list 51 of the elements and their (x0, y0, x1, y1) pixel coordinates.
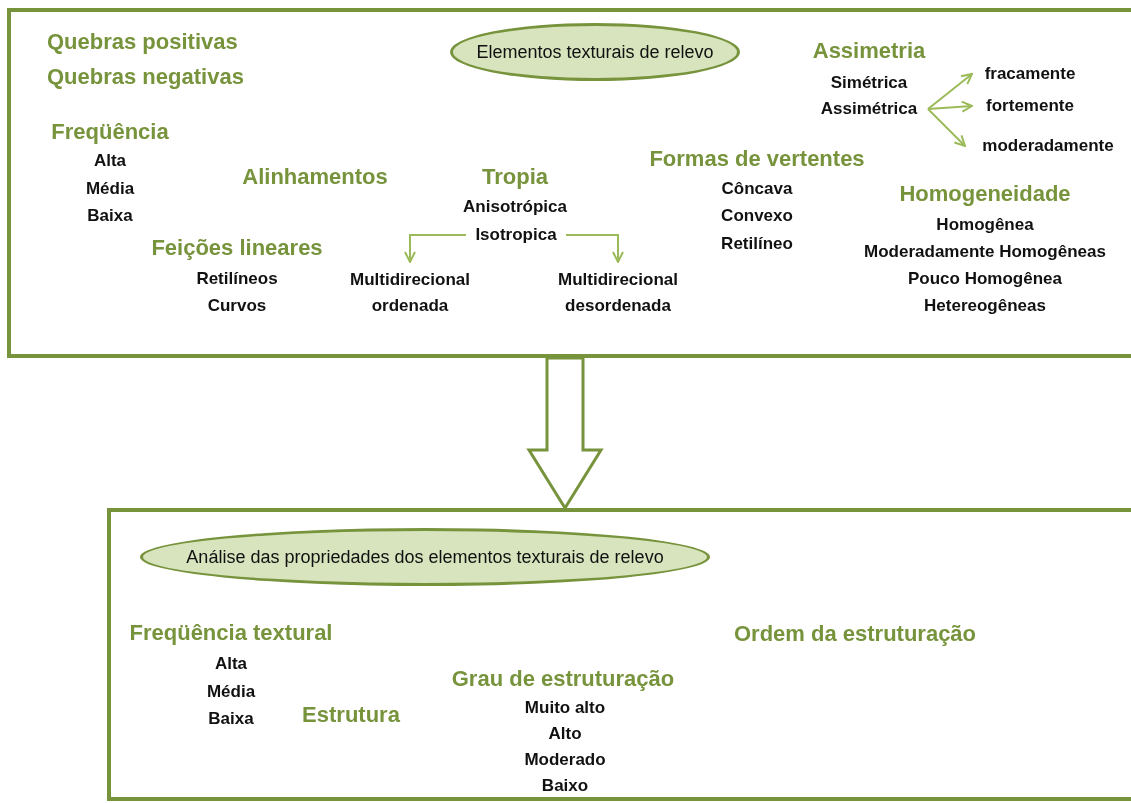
category-item: Retilíneos (196, 269, 278, 289)
item-text: fracamente (975, 63, 1085, 85)
category-heading: Estrutura (302, 702, 400, 728)
category-item: Média (206, 682, 256, 702)
category-heading: Freqüência (51, 119, 169, 145)
category-heading: Feições lineares (151, 235, 323, 261)
arrow (927, 73, 973, 110)
title-ellipse: Análise das propriedades dos elementos texturais de relevo (140, 528, 710, 586)
category-item: Simétrica (830, 73, 908, 93)
arrow (565, 234, 624, 263)
category-item: Baixa (87, 206, 133, 226)
item-text: moderadamente (968, 135, 1128, 157)
category-item: Baixo (541, 776, 589, 796)
panel-frame (7, 8, 1131, 358)
category-item: Curvos (207, 296, 267, 316)
arrow (404, 234, 467, 263)
category-item: Moderado (524, 750, 606, 770)
item-text: Assimétrica (812, 98, 926, 120)
category-item: Alta (93, 151, 127, 171)
category-item: Convexo (721, 206, 793, 226)
item-text: Multidirecional desordenada (538, 268, 698, 318)
category-heading: Formas de vertentes (649, 146, 865, 172)
category-heading: Quebras positivas (47, 29, 238, 55)
category-heading: Tropia (482, 164, 548, 190)
category-item: Côncava (721, 179, 793, 199)
category-item: Muito alto (524, 698, 606, 718)
category-item: Hetereogêneas (924, 296, 1046, 316)
category-heading: Grau de estruturação (451, 666, 675, 692)
item-text: Isotropica (468, 224, 564, 246)
title-ellipse: Elementos texturais de relevo (450, 23, 740, 81)
panel-frame (107, 508, 1131, 801)
arrow (927, 100, 973, 113)
item-text: Multidirecional ordenada (330, 268, 490, 318)
item-text: fortemente (975, 95, 1085, 117)
category-heading: Alinhamentos (242, 164, 388, 190)
category-item: Alta (214, 654, 248, 674)
category-item: Retilíneo (721, 234, 793, 254)
category-heading: Freqüência textural (129, 620, 333, 646)
category-heading: Assimetria (812, 38, 926, 64)
block-arrow (526, 356, 604, 511)
category-item: Homogênea (936, 215, 1034, 235)
category-item: Anisotrópica (463, 197, 567, 217)
category-heading: Ordem da estruturação (733, 621, 977, 647)
category-item: Pouco Homogênea (908, 269, 1062, 289)
arrow (927, 108, 966, 147)
category-item: Baixa (208, 709, 254, 729)
category-heading: Homogeneidade (899, 181, 1071, 207)
category-heading: Quebras negativas (47, 64, 244, 90)
category-item: Moderadamente Homogêneas (864, 242, 1106, 262)
category-item: Média (85, 179, 135, 199)
category-item: Alto (548, 724, 582, 744)
